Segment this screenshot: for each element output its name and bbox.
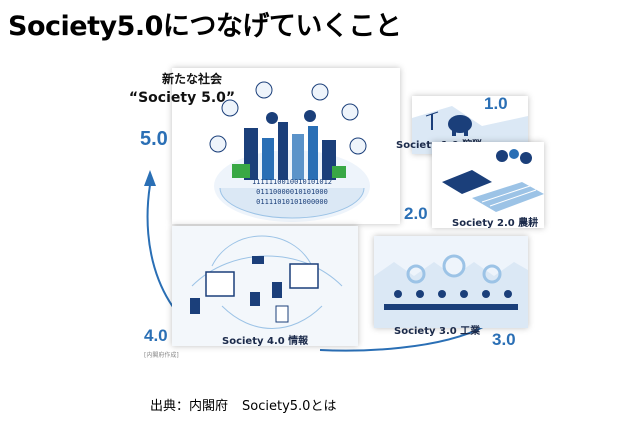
stage-4-label: Society 4.0 情報 bbox=[222, 336, 309, 347]
stage-1-number: 1.0 bbox=[484, 94, 508, 113]
binary-line-3: 01111010101000000 bbox=[256, 198, 328, 206]
source-citation: 出典：内閣府 Society5.0とは bbox=[150, 395, 350, 414]
binary-line-2: 01110000010101000 bbox=[256, 188, 328, 196]
stage-3-number: 3.0 bbox=[492, 330, 516, 349]
society-5-header-line2: “Society 5.0” bbox=[128, 90, 236, 106]
source-name: Society5.0とは bbox=[242, 399, 337, 414]
stage-3-label: Society 3.0 工業 bbox=[394, 326, 481, 337]
stage-5-number: 5.0 bbox=[140, 128, 168, 150]
source-prefix: 出典：内閣府 bbox=[150, 399, 229, 414]
stage-2-number: 2.0 bbox=[404, 204, 428, 223]
binary-line-1: 1111110010010101012 bbox=[252, 178, 332, 186]
society-3-illustration bbox=[374, 236, 528, 328]
stage-4-number: 4.0 bbox=[144, 326, 168, 345]
stage-2-label: Society 2.0 農耕 bbox=[452, 218, 539, 229]
page-title: Society5.0につなげていくこと bbox=[8, 11, 402, 42]
society-5-card: 1111110010010101012 01110000010101000 01… bbox=[172, 68, 400, 224]
society-4-card bbox=[172, 226, 358, 346]
society-5-illustration: 1111110010010101012 01110000010101000 01… bbox=[209, 81, 370, 222]
credit-note: [内閣府作成] bbox=[144, 352, 179, 359]
society-5-header-line1: 新たな社会 bbox=[161, 72, 222, 86]
society-2-illustration bbox=[442, 149, 544, 212]
society-4-illustration bbox=[172, 226, 358, 346]
society-3-card bbox=[374, 236, 528, 328]
society-2-card bbox=[432, 142, 544, 228]
